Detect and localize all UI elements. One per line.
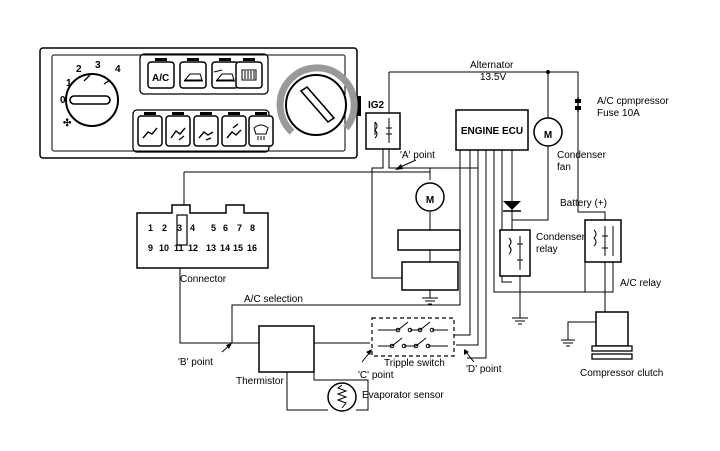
battery-label: Battery (+): [560, 198, 607, 209]
connector: [136, 204, 269, 269]
fan-speed-1: 1: [66, 78, 72, 89]
pin-2: 2: [162, 223, 167, 233]
pin-5: 5: [211, 223, 216, 233]
fan-speed-3: 3: [95, 60, 101, 71]
recirculation-button[interactable]: [179, 58, 207, 89]
condenser-relay-label-1: Condenser: [536, 232, 586, 243]
fresh-air-icon: [213, 69, 235, 82]
compressor-clutch: [591, 311, 633, 360]
front-defrost-button[interactable]: [248, 112, 274, 147]
b-point-label: 'B' point: [178, 357, 213, 368]
fan-icon: ✣: [63, 118, 72, 129]
pin-7: 7: [237, 223, 242, 233]
mode-floor-button[interactable]: [193, 112, 219, 147]
a-point-label: 'A' point: [400, 150, 435, 161]
fan-speed-2: 2: [76, 64, 82, 75]
fuse-rating-label: Fuse 10A: [597, 108, 640, 119]
vent-bilevel-icon: [170, 127, 186, 141]
vent-face-icon: [142, 127, 158, 139]
temperature-knob[interactable]: [276, 64, 358, 136]
blower-motor: [415, 182, 445, 212]
alternator-voltage: 13.5V: [480, 72, 506, 83]
thermistor: [258, 325, 315, 373]
d-point-arrow: [465, 351, 475, 363]
climate-control-panel: 0 1 2 3 4 ✣ A/C: [39, 47, 361, 159]
condenser-fan-label-1: Condenser: [557, 150, 607, 161]
pin-15: 15: [233, 243, 243, 253]
condenser-fan-motor-symbol: M: [544, 130, 552, 141]
ac-button-label: A/C: [152, 73, 169, 84]
evaporator-sensor-label: Evaporator sensor: [362, 390, 444, 401]
pin-6: 6: [223, 223, 228, 233]
fan-speed-0: 0: [60, 95, 66, 106]
engine-ecu-label: ENGINE ECU: [461, 126, 523, 137]
tripple-switch: [371, 317, 455, 357]
pin-10: 10: [159, 243, 169, 253]
pin-12: 12: [188, 243, 198, 253]
c-point-label: 'C' point: [358, 370, 394, 381]
front-defrost-icon: [253, 124, 269, 140]
recirculation-icon: [183, 73, 203, 82]
mode-bilevel-button[interactable]: [165, 112, 191, 147]
mode-floor-defrost-button[interactable]: [221, 112, 247, 147]
mode-face-button[interactable]: [137, 112, 163, 147]
pin-9: 9: [148, 243, 153, 253]
ac-compressor-fuse-label: A/C cpmpressor: [597, 96, 669, 107]
blower-relay: [401, 261, 459, 291]
fresh-air-button[interactable]: [211, 58, 239, 89]
connector-top-pins: 1 2 3 4 5 6 7 8: [148, 223, 255, 233]
alternator-label: Alternator: [470, 60, 514, 71]
ig2-label: IG2: [368, 100, 385, 111]
d-point-label: 'D' point: [466, 364, 502, 375]
pin-11: 11: [174, 243, 184, 253]
vent-floor-icon: [198, 131, 214, 141]
fan-speed-4: 4: [115, 64, 121, 75]
rear-defrost-button[interactable]: [235, 58, 263, 89]
condenser-fan-motor: [533, 117, 563, 147]
wiring: [179, 70, 625, 411]
pin-8: 8: [250, 223, 255, 233]
pin-1: 1: [148, 223, 153, 233]
compressor-clutch-label: Compressor clutch: [580, 368, 663, 379]
blower-resistor: [397, 229, 461, 251]
pin-16: 16: [247, 243, 257, 253]
pin-14: 14: [220, 243, 230, 253]
connector-bottom-pins: 9 10 11 12 13 14 15 16: [148, 243, 257, 253]
ig2-relay: [365, 112, 401, 150]
pin-3: 3: [177, 223, 182, 233]
rear-defrost-icon: [241, 69, 257, 81]
pin-4: 4: [190, 223, 195, 233]
tripple-switch-label: Tripple switch: [384, 358, 445, 369]
evaporator-sensor: [327, 382, 357, 412]
ac-button[interactable]: A/C: [147, 58, 175, 89]
thermistor-label: Thermistor: [236, 376, 284, 387]
ac-relay: [584, 219, 622, 263]
fan-speed-knob[interactable]: [65, 73, 119, 127]
condenser-relay-label-2: relay: [536, 244, 558, 255]
ac-relay-label: A/C relay: [620, 278, 661, 289]
blower-motor-symbol: M: [426, 195, 434, 206]
ac-selection-label: A/C selection: [244, 294, 303, 305]
condenser-relay: [499, 229, 531, 277]
engine-ecu: [455, 109, 529, 151]
connector-label: Connector: [180, 274, 227, 285]
pin-13: 13: [206, 243, 216, 253]
condenser-fan-label-2: fan: [557, 162, 571, 173]
vent-floor-defrost-icon: [226, 123, 242, 139]
